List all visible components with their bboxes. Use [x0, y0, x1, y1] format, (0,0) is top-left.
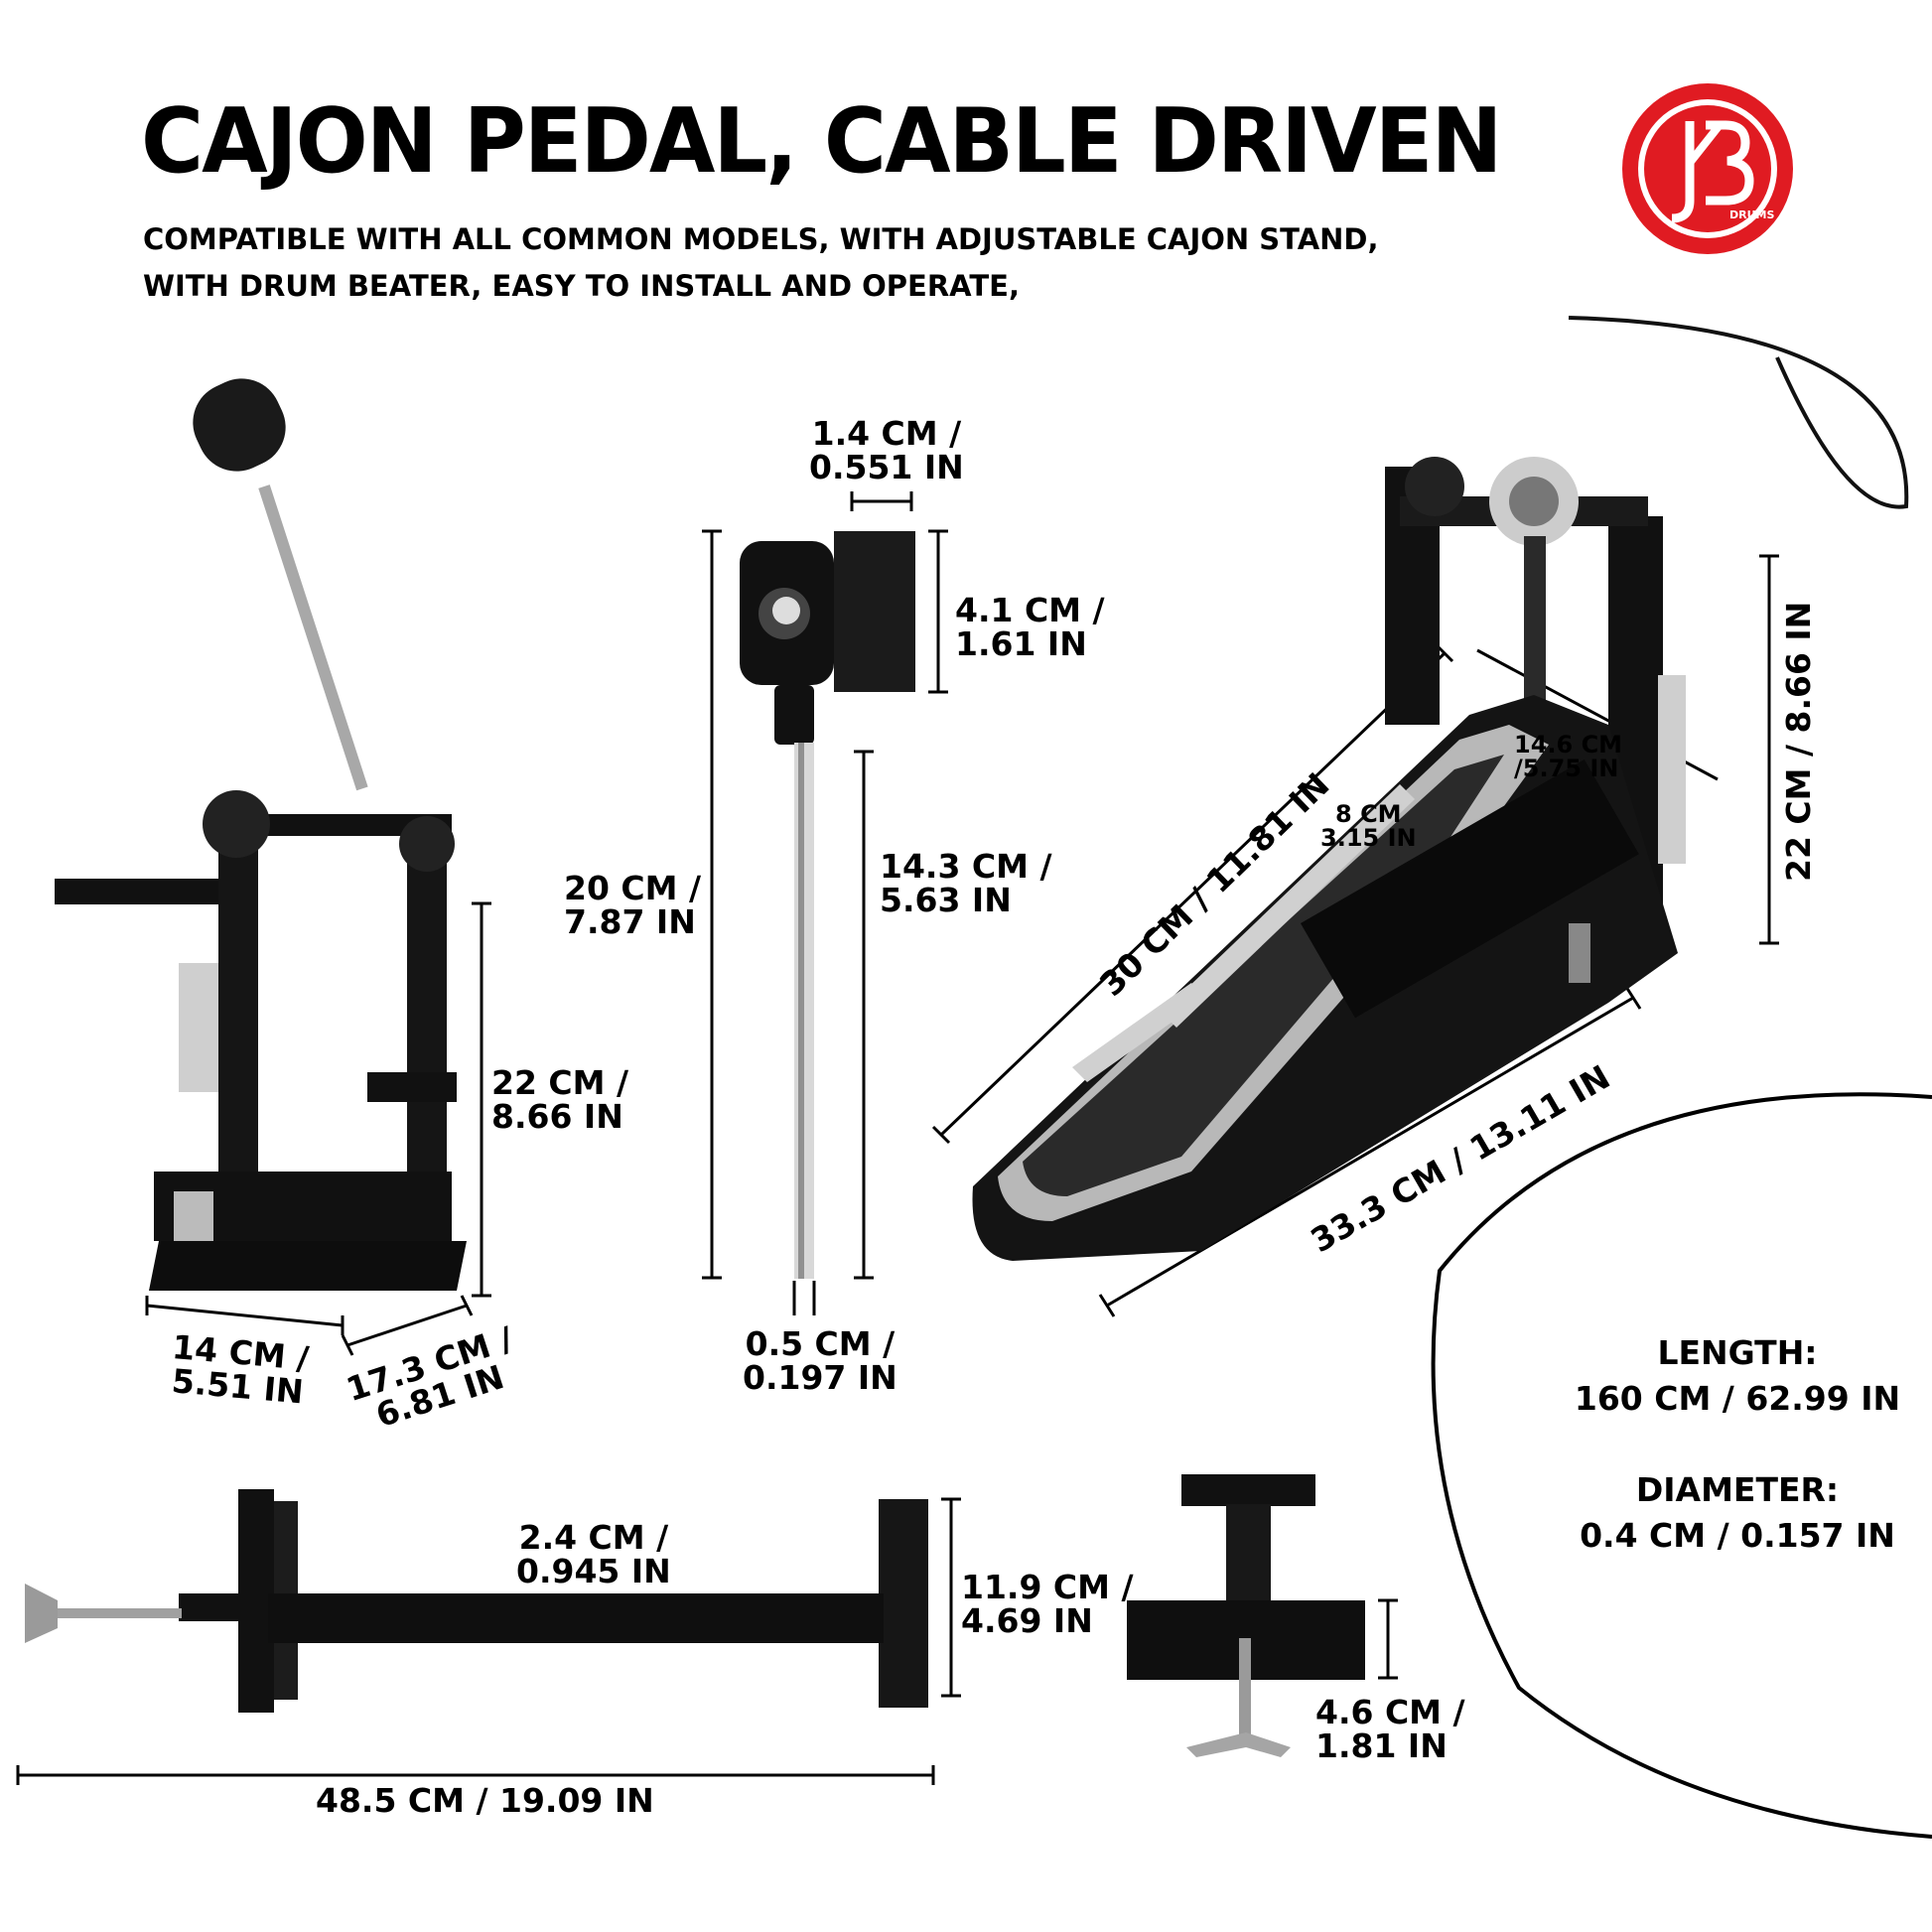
- dim-side-pedal-height: 22 CM / 8.66 IN: [491, 1063, 629, 1136]
- cajon-stand-illustration: [25, 1489, 928, 1713]
- dim-side-pedal-width: 14 CM / 5.51 IN: [170, 1327, 311, 1412]
- subtitle-line-1: COMPATIBLE WITH ALL COMMON MODELS, WITH …: [143, 222, 1379, 256]
- cable-diameter-value: 0.4 CM / 0.157 IN: [1580, 1516, 1895, 1555]
- main-pedal-illustration: [972, 316, 1909, 1261]
- cable-diameter-label: DIAMETER:: [1635, 1470, 1840, 1509]
- dim-stand-plate-height: 11.9 CM / 4.69 IN: [961, 1568, 1134, 1640]
- dim-beater-shaft-diameter: 0.5 CM / 0.197 IN: [743, 1324, 897, 1397]
- dim-stand-bar-height: 2.4 CM / 0.945 IN: [516, 1518, 671, 1590]
- svg-text:DRUMS: DRUMS: [1729, 208, 1774, 221]
- page-title: CAJON PEDAL, CABLE DRIVEN: [141, 89, 1502, 194]
- dim-frame-width: 14.6 CM /5.75 IN: [1514, 731, 1623, 782]
- clamp-illustration: [1127, 1474, 1365, 1757]
- dim-beater-head-width: 1.4 CM / 0.551 IN: [809, 414, 964, 486]
- cable-length-label: LENGTH:: [1657, 1333, 1818, 1372]
- dim-clamp-height: 4.6 CM / 1.81 IN: [1315, 1693, 1465, 1765]
- dim-beater-head-height: 4.1 CM / 1.61 IN: [955, 591, 1105, 663]
- subtitle-line-2: WITH DRUM BEATER, EASY TO INSTALL AND OP…: [143, 269, 1020, 303]
- dim-beater-shaft: 14.3 CM / 5.63 IN: [880, 847, 1052, 919]
- side-pedal-illustration: [55, 378, 467, 1291]
- dimension-lines: [16, 491, 1779, 1785]
- product-subtitle: COMPATIBLE WITH ALL COMMON MODELS, WITH …: [143, 216, 1434, 310]
- beater-illustration: [740, 531, 915, 1279]
- dim-stand-length: 48.5 CM / 19.09 IN: [316, 1781, 654, 1820]
- cable-specs: LENGTH: 160 CM / 62.99 IN DIAMETER: 0.4 …: [1569, 1330, 1906, 1559]
- dim-footboard-width: 8 CM 3.15 IN: [1320, 800, 1417, 852]
- dim-main-pedal-height: 22 CM / 8.66 IN: [1779, 601, 1818, 882]
- cable-loop: [1431, 1092, 1932, 1839]
- cable-length-value: 160 CM / 62.99 IN: [1574, 1379, 1901, 1418]
- dim-beater-total: 20 CM / 7.87 IN: [564, 869, 702, 941]
- kb-drums-logo: DRUMS: [1622, 83, 1793, 254]
